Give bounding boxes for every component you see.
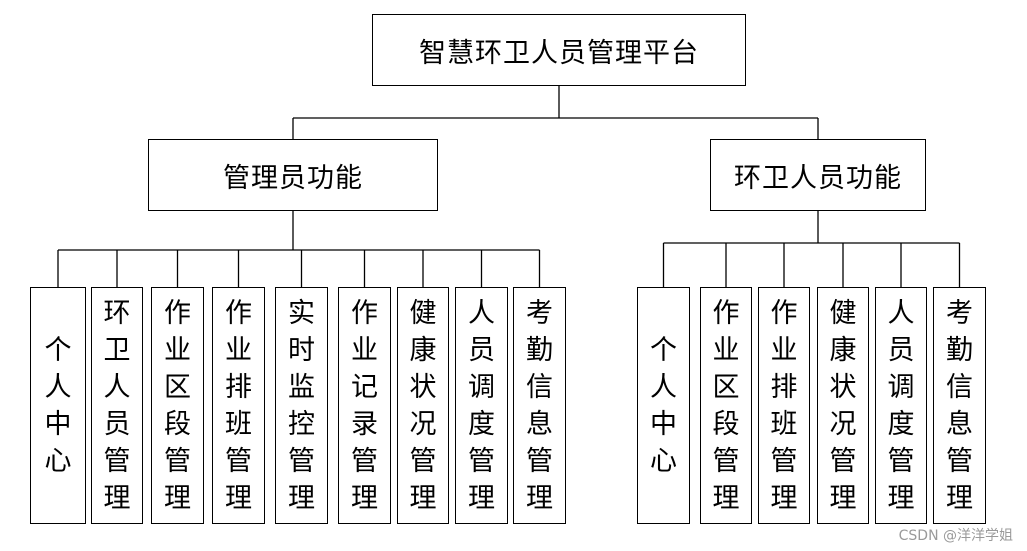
watermark: CSDN @洋洋学姐 [898,528,1013,544]
leaf-node-0-7: 人员调度管理 [455,287,508,524]
leaf-node-1-4: 人员调度管理 [875,287,927,524]
leaf-node-0-0: 个人中心 [30,287,86,524]
leaf-node-1-1: 作业区段管理 [700,287,752,524]
leaf-node-1-2: 作业排班管理 [758,287,810,524]
leaf-node-0-4: 实时监控管理 [275,287,328,524]
leaf-node-0-1: 环卫人员管理 [91,287,143,524]
leaf-node-0-8: 考勤信息管理 [513,287,566,524]
leaf-node-0-2: 作业区段管理 [151,287,204,524]
leaf-node-0-6: 健康状况管理 [397,287,449,524]
leaf-node-1-3: 健康状况管理 [817,287,869,524]
group-node-0: 管理员功能 [148,139,438,211]
leaf-node-0-3: 作业排班管理 [212,287,265,524]
leaf-node-0-5: 作业记录管理 [338,287,391,524]
leaf-node-1-5: 考勤信息管理 [933,287,986,524]
leaf-node-1-0: 个人中心 [637,287,690,524]
group-node-1: 环卫人员功能 [710,139,926,211]
root-node: 智慧环卫人员管理平台 [372,14,746,86]
